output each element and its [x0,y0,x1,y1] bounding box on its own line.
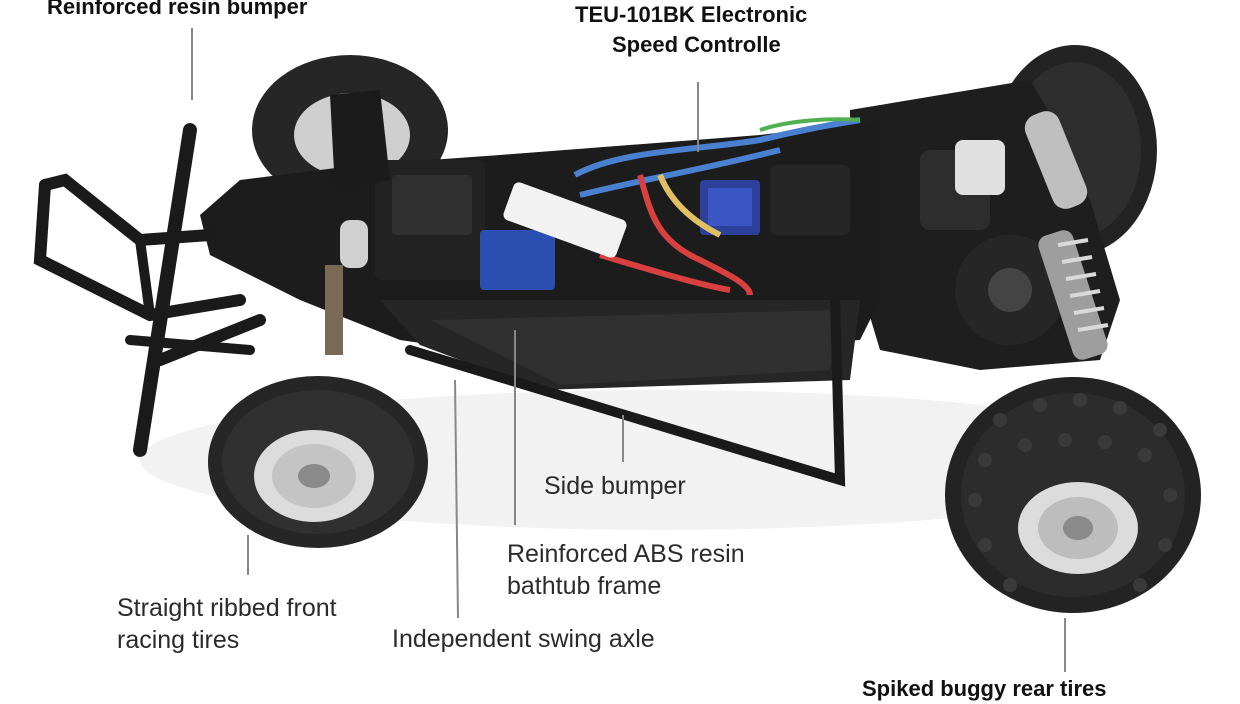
rear-left-spiked-tire [945,377,1201,613]
rear-suspension [850,80,1120,370]
side-bumper [405,295,846,487]
label-electronic-speed-controller: TEU-101BK Electronic Speed Controlle [575,2,808,57]
label-independent-swing-axle: Independent swing axle [392,625,655,653]
label-bathtub-frame: Reinforced ABS resin bathtub frame [507,540,745,600]
front-structure [325,90,485,355]
label-side-bumper: Side bumper [544,472,686,500]
front-left-ribbed-tire [208,376,428,548]
leader-lines [191,28,1066,672]
label-front-racing-tires: Straight ribbed front racing tires [117,594,337,654]
label-reinforced-resin-bumper: Reinforced resin bumper [47,0,308,19]
electronic-speed-controller [480,117,861,296]
front-bumper [33,123,266,457]
label-spiked-rear-tires: Spiked buggy rear tires [862,676,1107,701]
